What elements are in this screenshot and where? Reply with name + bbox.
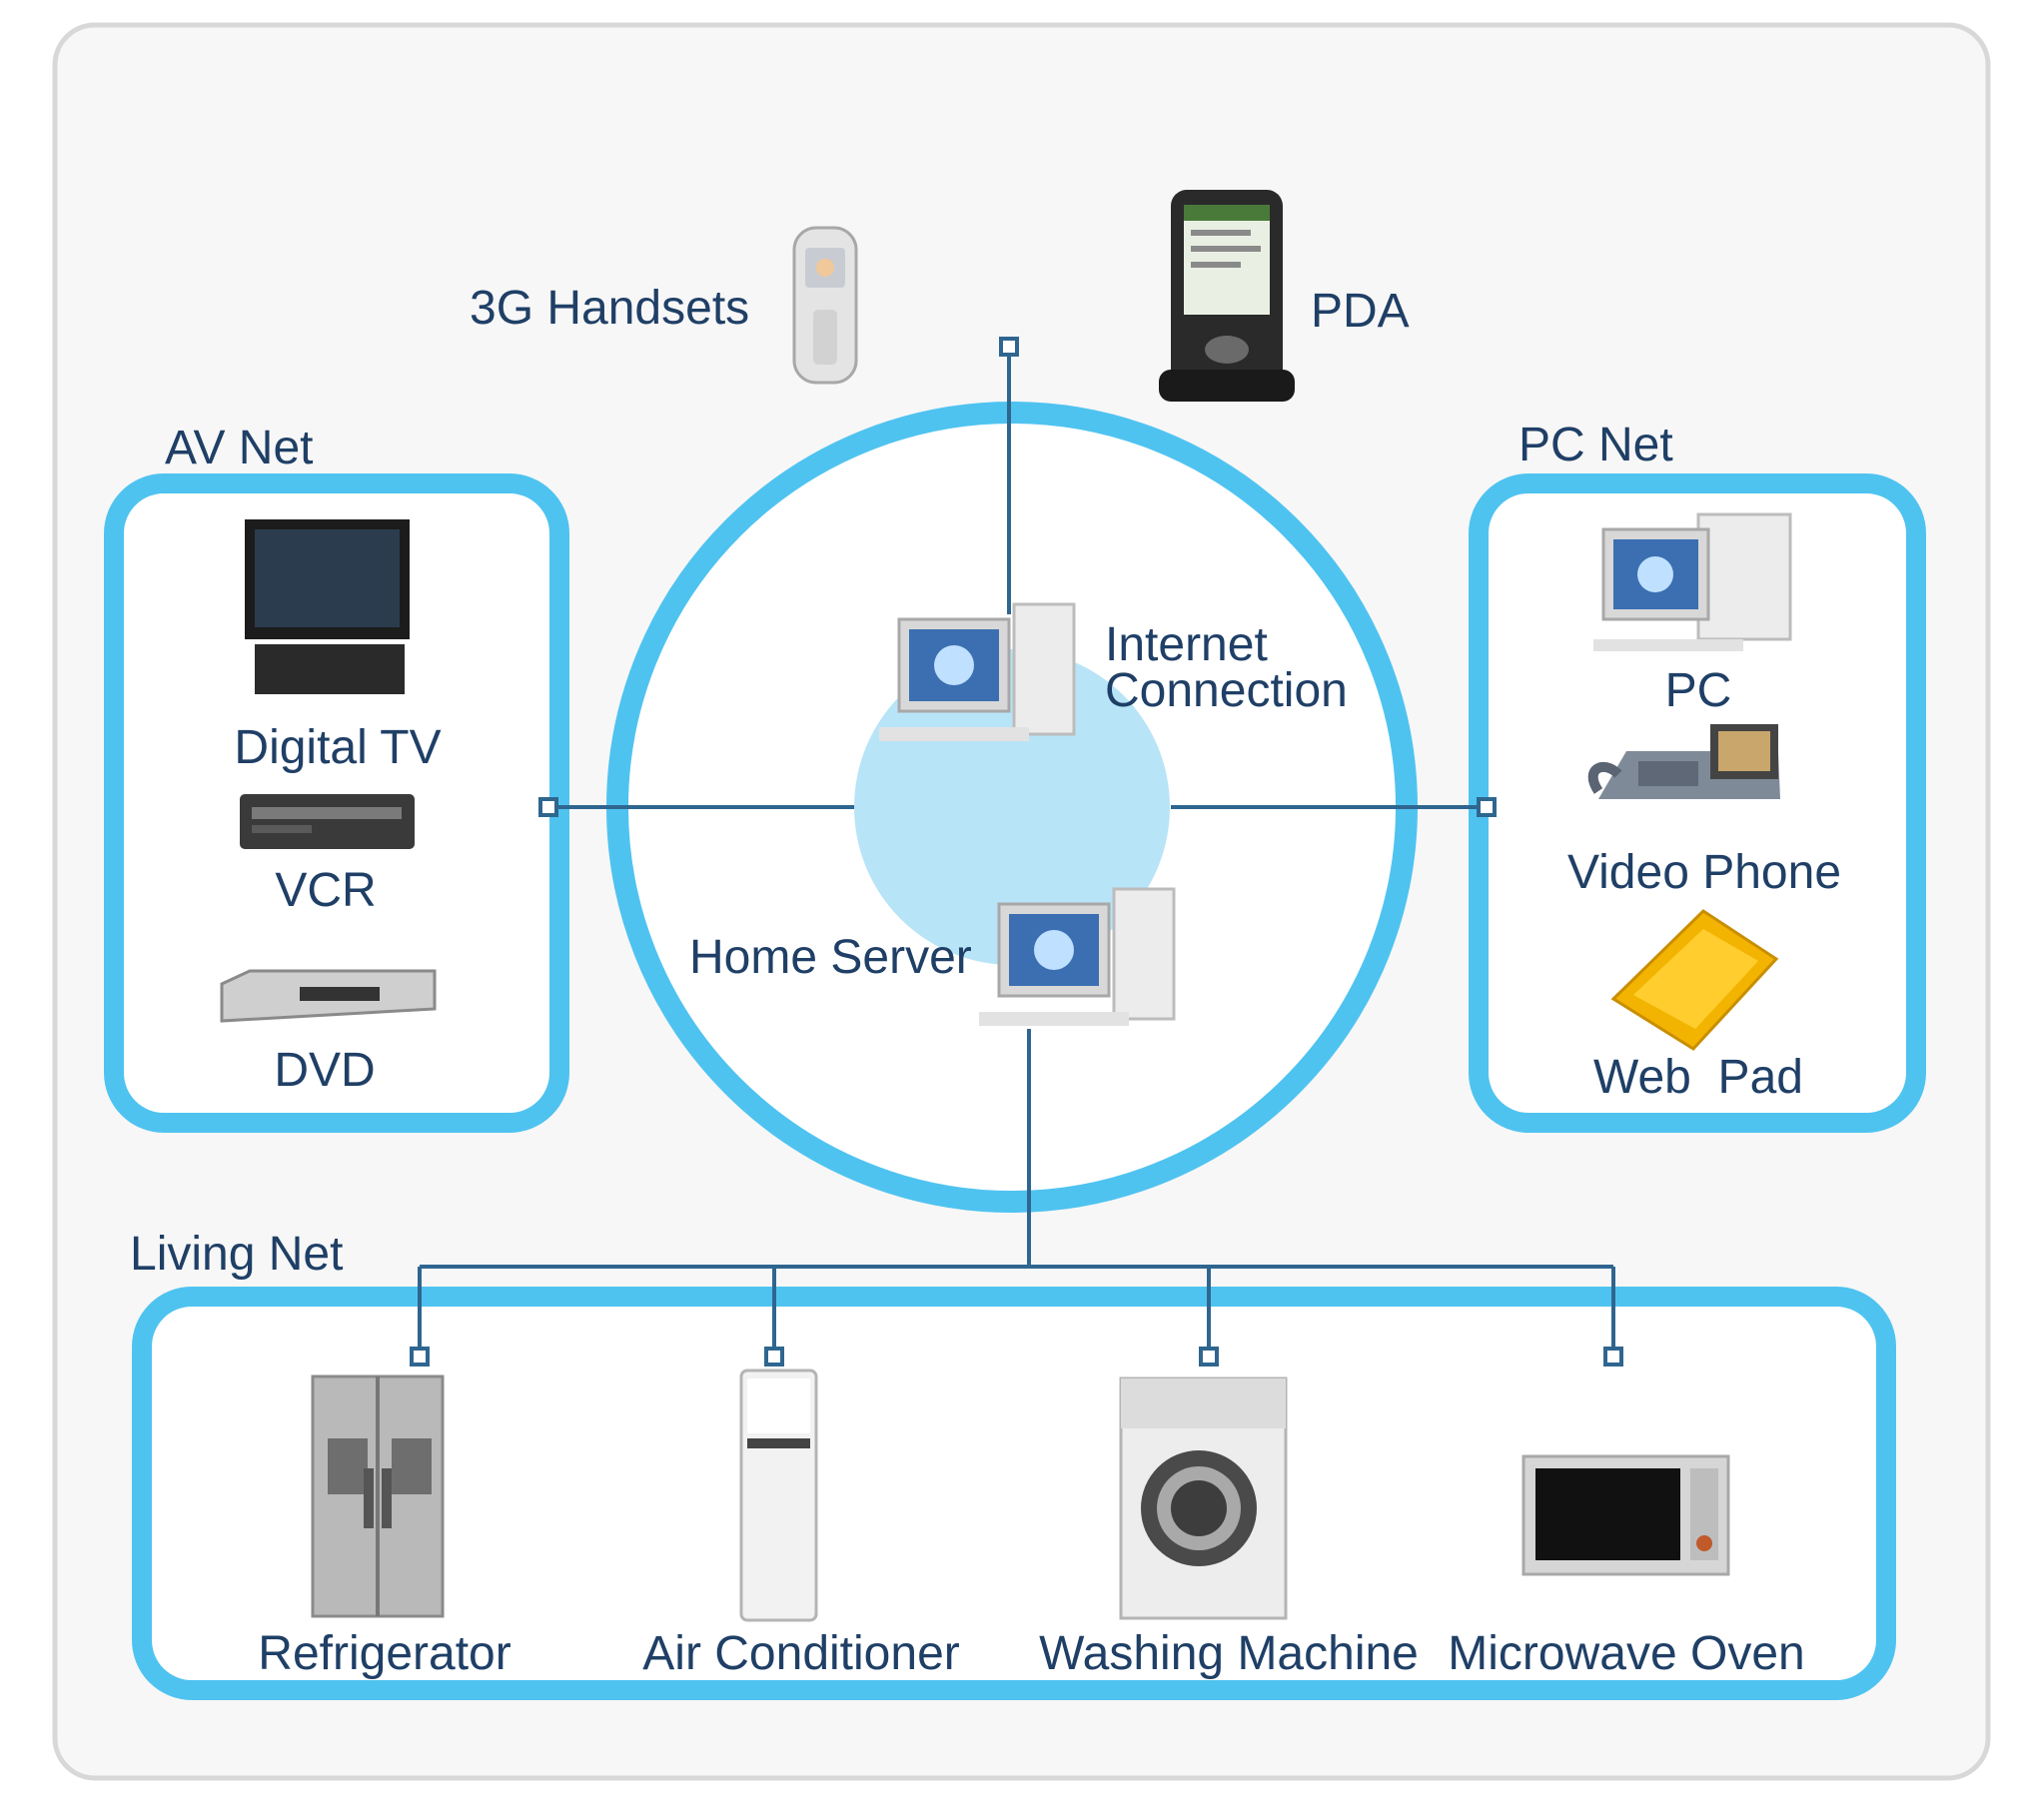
washing-machine-label: Washing Machine [1039, 1627, 1419, 1680]
video-phone-icon [1587, 724, 1780, 799]
web-pad-icon [1610, 909, 1779, 1051]
web-pad-label: Web Pad [1593, 1051, 1803, 1104]
refrigerator-icon [311, 1374, 445, 1618]
digital-tv-icon [245, 519, 410, 694]
digital-tv-label: Digital TV [234, 721, 442, 774]
living-net-label: Living Net [130, 1228, 344, 1281]
pc-icon [1593, 512, 1792, 651]
connector-nodes [410, 337, 1623, 1366]
video-phone-label: Video Phone [1566, 846, 1842, 899]
microwave-oven-label: Microwave Oven [1448, 1627, 1805, 1680]
dvd-player-icon [220, 969, 437, 1023]
pc-net-label: PC Net [1519, 419, 1673, 471]
home-server-pc-icon [979, 887, 1176, 1026]
internet-connection-pc-icon [879, 602, 1076, 741]
air-conditioner-label: Air Conditioner [642, 1627, 960, 1680]
refrigerator-label: Refrigerator [258, 1627, 511, 1680]
av-net-label: AV Net [165, 422, 314, 474]
pda-icon [1159, 190, 1295, 402]
connection-lines [418, 347, 1615, 1355]
internet-connection-label-line1: Internet [1105, 618, 1268, 671]
handsets-label: 3G Handsets [470, 282, 750, 335]
pda-label: PDA [1311, 285, 1410, 338]
internet-connection-label-line2: Connection [1105, 664, 1348, 717]
mobile-phone-icon [792, 226, 858, 385]
microwave-oven-icon [1521, 1454, 1730, 1576]
dvd-label: DVD [274, 1044, 376, 1097]
washing-machine-icon [1119, 1376, 1288, 1620]
home-server-label: Home Server [689, 931, 972, 984]
pc-label: PC [1664, 664, 1732, 717]
vcr-label: VCR [275, 864, 377, 917]
air-conditioner-icon [739, 1368, 818, 1622]
vcr-icon [240, 794, 415, 849]
living-net-box [132, 1287, 1896, 1700]
